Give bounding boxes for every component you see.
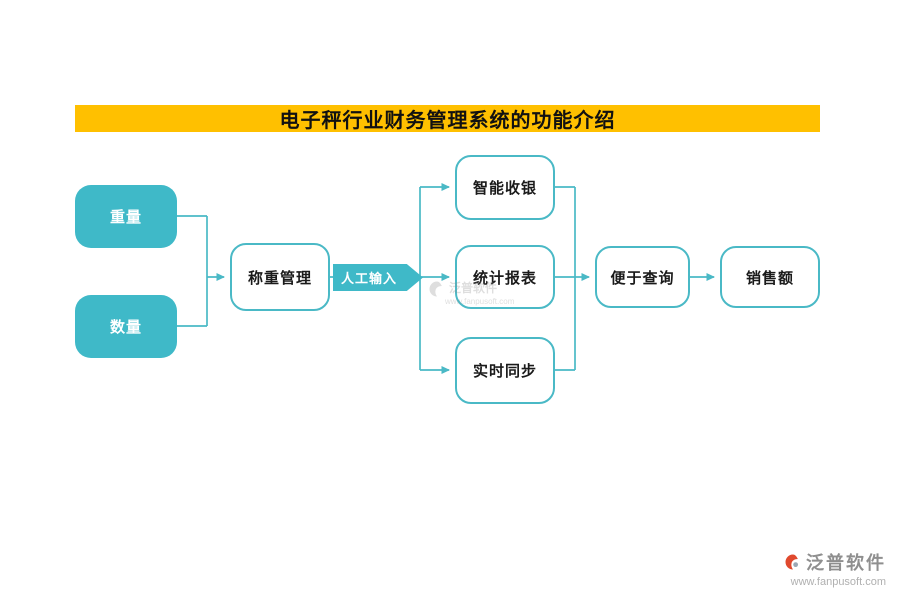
node-realtime-sync: 实时同步 xyxy=(455,337,555,404)
node-easy-query-label: 便于查询 xyxy=(610,269,675,287)
footer-url: www.fanpusoft.com xyxy=(790,576,886,588)
footer-logo-icon xyxy=(785,554,799,570)
node-weighing-management: 称重管理 xyxy=(230,243,330,311)
node-smart-cashier: 智能收银 xyxy=(455,155,555,220)
node-sales-label: 销售额 xyxy=(745,269,794,287)
footer-brand-block: 泛普软件 www.fanpusoft.com xyxy=(784,549,886,588)
node-stats-report-label: 统计报表 xyxy=(472,269,537,287)
node-realtime-sync-label: 实时同步 xyxy=(472,363,537,380)
footer-brand-text: 泛普软件 xyxy=(806,553,886,573)
title-banner: 电子秤行业财务管理系统的功能介绍 xyxy=(75,105,820,132)
edge-label-text: 人工输入 xyxy=(341,271,398,286)
node-quantity-label: 数量 xyxy=(109,319,142,336)
watermark-logo-icon xyxy=(429,281,442,297)
node-weighing-label: 称重管理 xyxy=(247,269,312,287)
node-quantity: 数量 xyxy=(75,295,177,358)
node-stats-report: 统计报表 xyxy=(455,245,555,309)
node-sales-amount: 销售额 xyxy=(720,246,820,308)
node-weight-label: 重量 xyxy=(109,209,142,226)
node-smart-cashier-label: 智能收银 xyxy=(472,180,537,197)
node-weight: 重量 xyxy=(75,185,177,248)
page-title: 电子秤行业财务管理系统的功能介绍 xyxy=(279,110,616,132)
edge-label-manual-input: 人工输入 xyxy=(333,264,423,291)
node-easy-query: 便于查询 xyxy=(595,246,690,308)
